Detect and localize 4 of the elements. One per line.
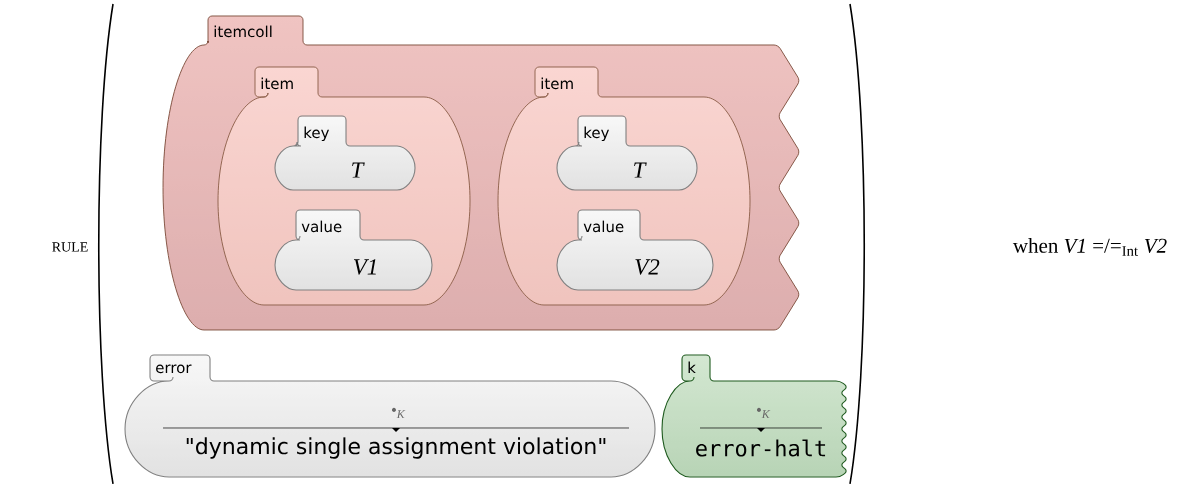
side-condition: when V1 =/=$_{Int}$ V2: [1012, 238, 1167, 256]
cell: k •$_{K}$ error-halt: [661, 354, 847, 478]
rule-keyword: RULE: [52, 242, 88, 252]
cell: error •$_{K}$ "dynamic single assignment violation": [124, 354, 656, 478]
